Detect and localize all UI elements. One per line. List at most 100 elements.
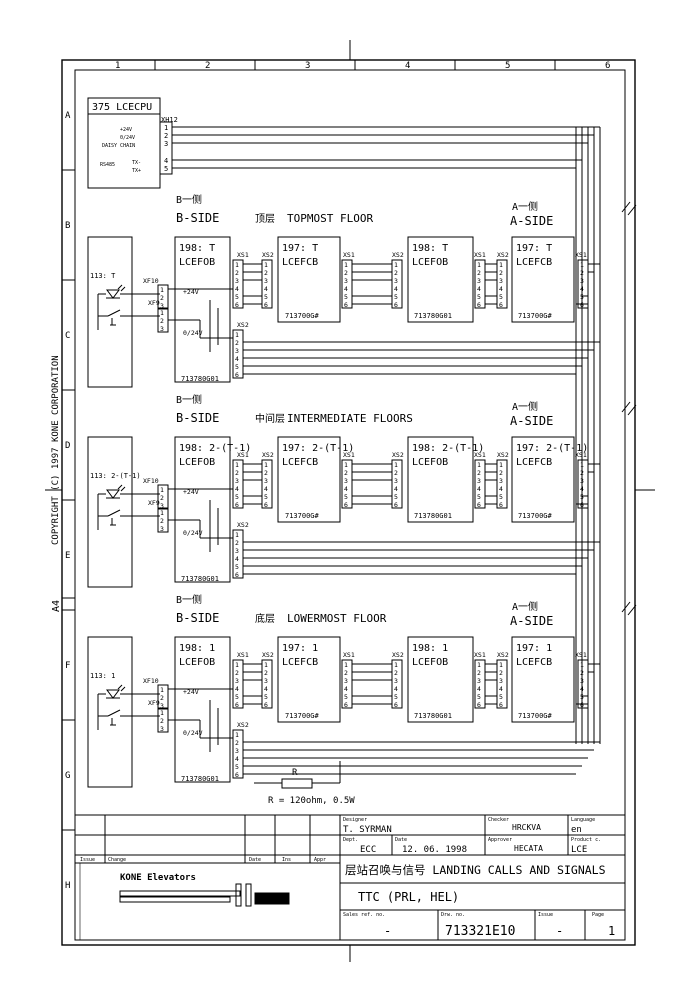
terminal-pin-4: 4 xyxy=(499,685,503,693)
terminal-pin-1: 1 xyxy=(160,686,164,694)
terminal-pin-5: 5 xyxy=(394,693,398,701)
lcefob-2-type: LCEFOB xyxy=(412,257,448,268)
terminal-pin-2: 2 xyxy=(160,517,164,525)
terminal-pin-4: 4 xyxy=(264,685,268,693)
plus24v-label: +24V xyxy=(183,488,199,496)
column-label-1: 1 xyxy=(115,61,120,71)
rev-issue-label: Issue xyxy=(80,857,95,863)
column-label-2: 2 xyxy=(205,61,210,71)
terminal-pin-2: 2 xyxy=(477,269,481,277)
terminal-pin-3: 3 xyxy=(235,747,239,755)
terminal-pin-3: 3 xyxy=(235,277,239,285)
lcefob-b-side: 198: 2-(T-1)LCEFOB+24V0/24V713780G01XS11… xyxy=(174,436,251,583)
a-side-label: A-SIDE xyxy=(510,214,553,228)
terminal-pin-4: 4 xyxy=(344,685,348,693)
xf9-label: XF9 xyxy=(148,299,160,307)
terminal-pin-2: 2 xyxy=(264,269,268,277)
b-side-cn-label: B一侧 xyxy=(176,193,202,206)
lcefob-b-type: LCEFOB xyxy=(179,257,215,268)
terminal-pin-1: 1 xyxy=(477,661,481,669)
cpu-pin-3: 3 xyxy=(164,140,168,148)
row-label-B: B xyxy=(65,221,70,231)
terminal-pin-2: 2 xyxy=(394,469,398,477)
resistor-label: R xyxy=(292,768,298,778)
xs1-label: XS1 xyxy=(575,451,587,459)
terminal-pin-2: 2 xyxy=(344,269,348,277)
product-label: Product c. xyxy=(571,837,601,843)
terminal-pin-2: 2 xyxy=(499,269,503,277)
cpu-connector-label: XH12 xyxy=(161,116,178,124)
terminal-pin-6: 6 xyxy=(477,301,481,309)
terminal-pin-4: 4 xyxy=(235,755,239,763)
xf9-label: XF9 xyxy=(148,499,160,507)
plus24v-label: +24V xyxy=(183,288,199,296)
terminal-pin-3: 3 xyxy=(477,477,481,485)
terminal-pin-2: 2 xyxy=(235,539,239,547)
cpu-pin-2: 2 xyxy=(164,132,168,140)
xs2-label: XS2 xyxy=(237,321,249,329)
lcefcb-a-number: 197: T xyxy=(516,243,552,254)
terminal-pin-3: 3 xyxy=(235,547,239,555)
lcefob-b-type: LCEFOB xyxy=(179,457,215,468)
terminal-pin-6: 6 xyxy=(394,301,398,309)
lcefob-b-type: LCEFOB xyxy=(179,657,215,668)
checker-value: HRCKVA xyxy=(512,823,541,832)
terminal-pin-2: 2 xyxy=(394,669,398,677)
terminal-pin-6: 6 xyxy=(499,501,503,509)
a-side-label: A-SIDE xyxy=(510,414,553,428)
terminal-pin-2: 2 xyxy=(160,317,164,325)
copyright-text: COPYRIGHT (C) 1997 KONE CORPORATION xyxy=(51,355,61,545)
page-value: 1 xyxy=(608,924,615,938)
lcefcb-a-box xyxy=(511,236,575,323)
terminal-pin-3: 3 xyxy=(160,325,164,333)
terminal-pin-1: 1 xyxy=(235,261,239,269)
lcefob-b-number: 198: 1 xyxy=(179,643,215,654)
riser-break-mark xyxy=(621,601,637,616)
terminal-pin-1: 1 xyxy=(499,661,503,669)
terminal-pin-3: 3 xyxy=(477,277,481,285)
pushbutton-enclosure xyxy=(87,436,133,588)
terminal-pin-4: 4 xyxy=(394,485,398,493)
row-label-F: F xyxy=(65,661,70,671)
row-label-A: A xyxy=(65,111,71,121)
terminal-pin-3: 3 xyxy=(394,277,398,285)
lcefcb-a-part-number: 713700G# xyxy=(518,712,553,720)
terminal-pin-4: 4 xyxy=(344,285,348,293)
lcefcb-a-type: LCEFCB xyxy=(516,657,552,668)
terminal-pin-4: 4 xyxy=(394,285,398,293)
lcefcb-1-type: LCEFCB xyxy=(282,457,318,468)
terminal-pin-4: 4 xyxy=(499,485,503,493)
lcefcb-1-type: LCEFCB xyxy=(282,657,318,668)
terminal-pin-5: 5 xyxy=(394,293,398,301)
drawing-number-label: Drw. no. xyxy=(441,912,465,918)
terminal-pin-3: 3 xyxy=(160,725,164,733)
checker-label: Checker xyxy=(488,817,509,823)
terminal-pin-6: 6 xyxy=(499,701,503,709)
row-label-E: E xyxy=(65,551,70,561)
a-side-cn-label: A一侧 xyxy=(512,600,538,613)
lcefcb-1-box xyxy=(277,636,341,723)
zero24v-label: 0/24V xyxy=(183,329,203,337)
terminal-pin-4: 4 xyxy=(344,485,348,493)
row-label-C: C xyxy=(65,331,70,341)
terminal-pin-3: 3 xyxy=(235,477,239,485)
issue-label: Issue xyxy=(538,912,553,918)
terminal-pin-2: 2 xyxy=(160,494,164,502)
terminal-pin-2: 2 xyxy=(264,469,268,477)
lcefcb-1-box xyxy=(277,436,341,523)
riser-bus xyxy=(575,127,601,744)
cpu-title: 375 LCECPU xyxy=(92,102,152,113)
terminal-pin-1: 1 xyxy=(499,261,503,269)
xs2-label: XS2 xyxy=(497,251,509,259)
lcefob-b-box xyxy=(174,236,231,383)
xs1-label: XS1 xyxy=(343,451,355,459)
terminal-pin-4: 4 xyxy=(477,685,481,693)
terminal-pin-3: 3 xyxy=(235,677,239,685)
terminal-pin-6: 6 xyxy=(235,301,239,309)
